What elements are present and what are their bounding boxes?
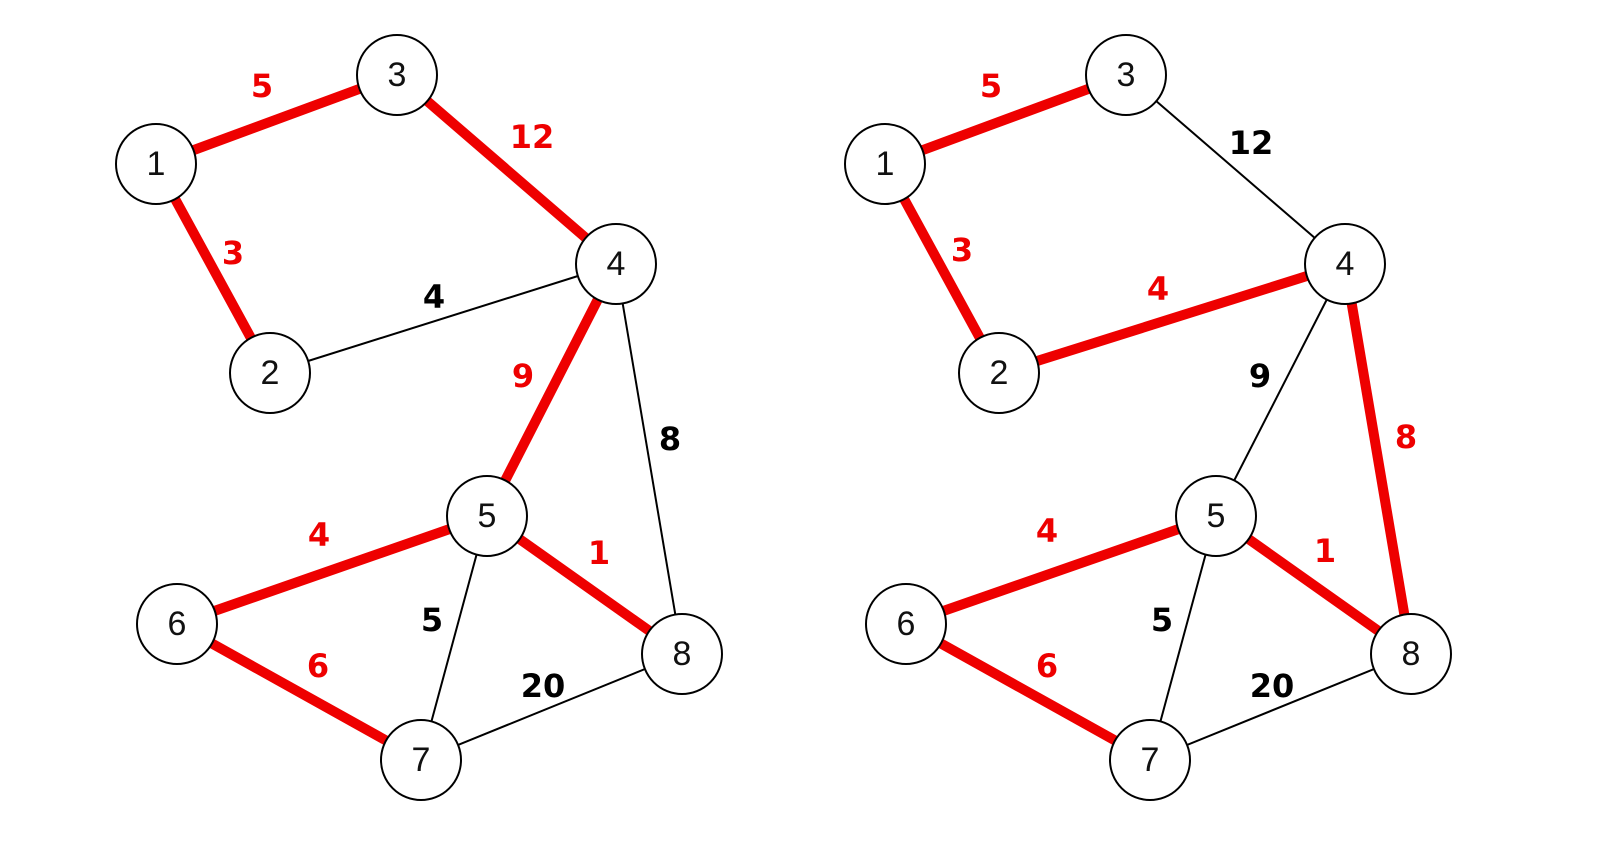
edge-weight-2-4: 4 — [423, 278, 445, 316]
node-circle — [865, 583, 947, 665]
edge-weight-4-5: 9 — [512, 357, 534, 395]
edge-6-7-highlighted — [174, 619, 424, 765]
node-label: 4 — [607, 245, 626, 283]
node-label: 5 — [1207, 497, 1226, 535]
edge-weight-5-6: 4 — [1036, 512, 1058, 550]
node-label: 6 — [897, 605, 916, 643]
node-3: 3 — [356, 34, 438, 116]
edge-weight-6-7: 6 — [1036, 647, 1058, 685]
node-3: 3 — [1085, 34, 1167, 116]
node-label: 3 — [388, 56, 407, 94]
node-label: 7 — [1141, 741, 1160, 779]
node-5: 5 — [1175, 475, 1257, 557]
node-1: 1 — [844, 123, 926, 205]
node-label: 8 — [673, 635, 692, 673]
edges — [151, 70, 685, 765]
edge-1-3-highlighted — [883, 70, 1128, 169]
node-label: 8 — [1402, 635, 1421, 673]
node-8: 8 — [641, 613, 723, 695]
node-2: 2 — [229, 332, 311, 414]
node-1: 1 — [115, 123, 197, 205]
node-2: 2 — [958, 332, 1040, 414]
node-circle — [115, 123, 197, 205]
node-circle — [1109, 719, 1191, 801]
edge-3-4 — [1125, 74, 1346, 265]
node-label: 3 — [1117, 56, 1136, 94]
edge-weight-4-8: 8 — [1395, 418, 1417, 456]
node-label: 7 — [412, 741, 431, 779]
node-circle — [1085, 34, 1167, 116]
node-8: 8 — [1370, 613, 1452, 695]
node-label: 1 — [876, 145, 895, 183]
edge-5-6-highlighted — [175, 511, 489, 629]
edge-weight-5-8: 1 — [588, 534, 610, 572]
edge-5-6-highlighted — [904, 511, 1218, 629]
node-circle — [844, 123, 926, 205]
edge-1-3-highlighted — [154, 70, 399, 169]
node-circle — [1175, 475, 1257, 557]
node-circle — [356, 34, 438, 116]
node-circle — [641, 613, 723, 695]
edge-weight-1-3: 5 — [251, 67, 273, 105]
node-7: 7 — [380, 719, 462, 801]
node-label: 2 — [990, 354, 1009, 392]
edge-3-4-highlighted — [393, 71, 620, 268]
node-circle — [1304, 223, 1386, 305]
edge-weight-5-6: 4 — [308, 516, 330, 554]
edge-4-8-highlighted — [1340, 263, 1416, 655]
node-4: 4 — [1304, 223, 1386, 305]
edge-4-5 — [1215, 263, 1346, 517]
edge-7-8 — [1149, 653, 1412, 761]
node-circle — [229, 332, 311, 414]
edge-weight-5-7: 5 — [1151, 601, 1173, 639]
node-label: 5 — [478, 497, 497, 535]
node-circle — [380, 719, 462, 801]
node-label: 6 — [168, 605, 187, 643]
node-6: 6 — [136, 583, 218, 665]
edge-weight-6-7: 6 — [307, 647, 329, 685]
node-4: 4 — [575, 223, 657, 305]
edge-weight-3-4: 12 — [1229, 124, 1274, 162]
edge-weight-4-8: 8 — [659, 420, 681, 458]
edge-weight-7-8: 20 — [1250, 667, 1295, 705]
node-7: 7 — [1109, 719, 1191, 801]
edge-weight-1-2: 3 — [222, 234, 244, 272]
node-6: 6 — [865, 583, 947, 665]
node-5: 5 — [446, 475, 528, 557]
edge-7-8 — [420, 653, 683, 761]
edge-weight-1-2: 3 — [951, 231, 973, 269]
edges — [880, 70, 1416, 765]
edge-weight-4-5: 9 — [1249, 357, 1271, 395]
edge-2-4 — [269, 263, 617, 374]
edge-5-7 — [1149, 515, 1217, 761]
node-circle — [575, 223, 657, 305]
edge-weight-2-4: 4 — [1147, 270, 1169, 308]
node-label: 1 — [147, 145, 166, 183]
edge-weight-3-4: 12 — [510, 118, 555, 156]
edge-weight-7-8: 20 — [521, 667, 566, 705]
node-circle — [446, 475, 528, 557]
edge-4-8 — [615, 263, 683, 655]
edge-weight-5-7: 5 — [421, 601, 443, 639]
edge-weight-5-8: 1 — [1314, 532, 1336, 570]
edge-weights: 5 3 12 4 9 8 4 1 5 6 20 — [222, 67, 681, 705]
node-label: 2 — [261, 354, 280, 392]
edge-6-7-highlighted — [903, 619, 1153, 765]
node-label: 4 — [1336, 245, 1355, 283]
edge-2-4-highlighted — [997, 259, 1347, 378]
edge-weights: 5 3 12 4 9 8 4 1 5 6 20 — [951, 67, 1417, 705]
edge-5-7 — [420, 515, 488, 761]
edge-4-5-highlighted — [482, 261, 621, 519]
node-circle — [958, 332, 1040, 414]
node-circle — [136, 583, 218, 665]
node-circle — [1370, 613, 1452, 695]
edge-weight-1-3: 5 — [980, 67, 1002, 105]
